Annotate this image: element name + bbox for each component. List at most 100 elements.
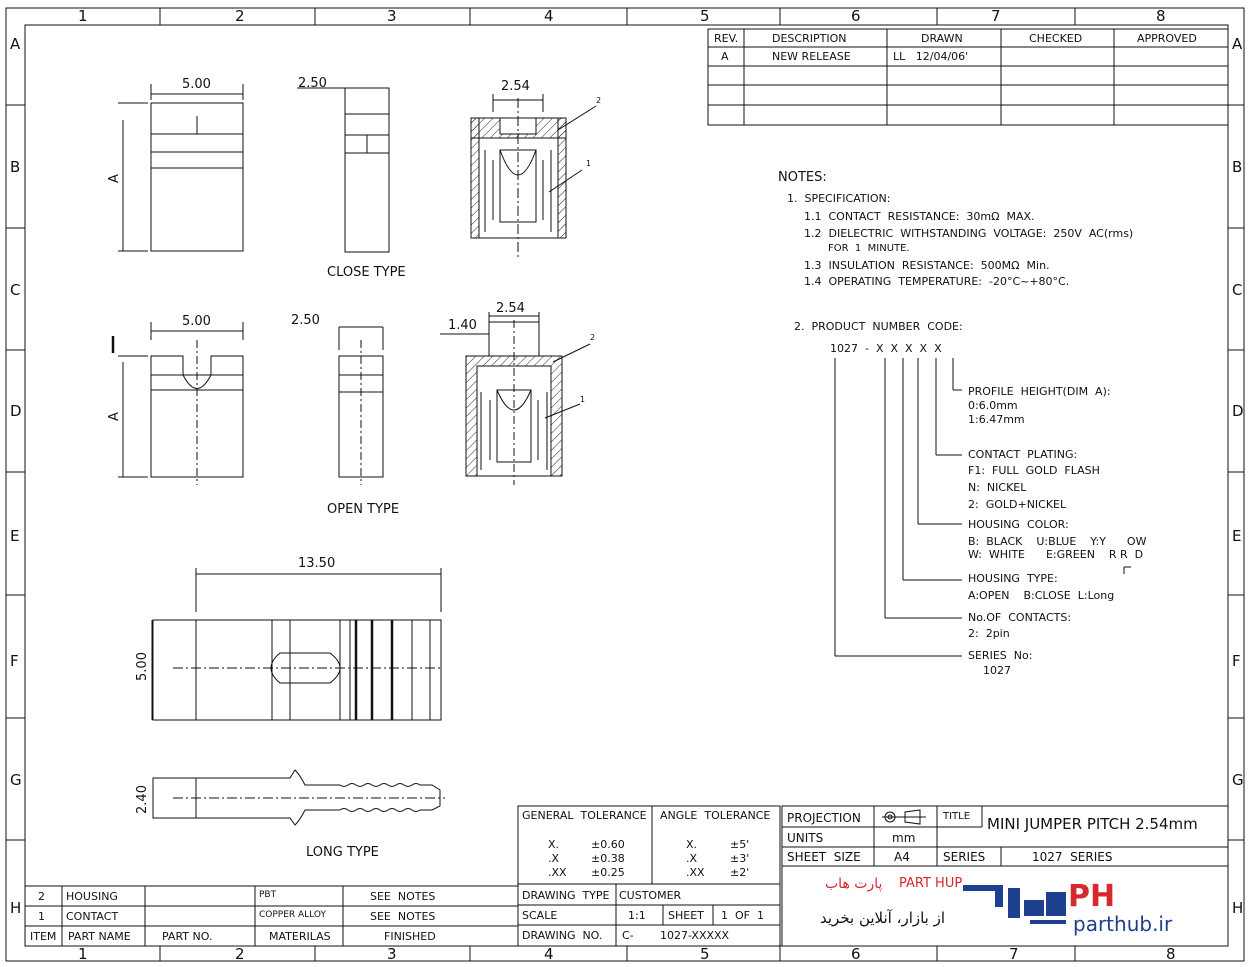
code-title: 2. PRODUCT NUMBER CODE: — [794, 320, 963, 333]
rev-header-rev: REV. — [714, 32, 739, 45]
profile-opt-0: 0:6.0mm — [968, 399, 1018, 412]
gen-tol-val-2: ±0.25 — [591, 866, 625, 879]
open-type-caption: OPEN TYPE — [327, 502, 400, 517]
bom-grid — [24, 885, 519, 947]
watermark-url: parthub.ir — [1073, 912, 1173, 936]
rev-row-description: NEW RELEASE — [772, 50, 851, 63]
col-label-2: 2 — [235, 7, 245, 25]
gen-tol-val-1: ±0.38 — [591, 852, 625, 865]
row-label-right-b: B — [1232, 158, 1243, 176]
open-offset-dim: 1.40 — [448, 318, 477, 333]
drawing-type-label: DRAWING TYPE — [522, 889, 610, 902]
drawing-no-value: 1027-XXXXX — [660, 929, 730, 942]
ang-tol-val-0: ±5' — [730, 838, 750, 851]
bom-row-1-finished: SEE NOTES — [370, 890, 436, 903]
long-height-dim: 2.40 — [134, 785, 150, 814]
row-label-right-g: G — [1232, 771, 1244, 789]
housing-type-title: HOUSING TYPE: — [968, 572, 1058, 585]
row-label-c: C — [10, 281, 21, 299]
ang-tol-val-2: ±2' — [730, 866, 750, 879]
close-type-side-view — [297, 87, 390, 253]
plating-opt-2: 2: GOLD+NICKEL — [968, 498, 1067, 511]
spec-item-3: 1.3 INSULATION RESISTANCE: 500MΩ Min. — [804, 259, 1050, 272]
watermark-logo-text: PH — [1068, 879, 1116, 914]
bom-header-part-name: PART NAME — [68, 930, 131, 943]
plating-title: CONTACT PLATING: — [968, 448, 1078, 461]
close-width-dim: 5.00 — [182, 77, 211, 92]
col-label-bottom-1: 1 — [78, 945, 88, 963]
drawing-no-label: DRAWING NO. — [522, 929, 603, 942]
row-label-a: A — [10, 35, 21, 53]
rev-row-drawn: LL 12/04/06' — [893, 50, 969, 63]
scale-label: SCALE — [522, 909, 558, 922]
row-label-right-a: A — [1232, 35, 1243, 53]
bom-row-2-name: CONTACT — [66, 910, 119, 923]
row-label-e: E — [10, 527, 20, 545]
open-type-section-view — [440, 312, 591, 485]
close-type-caption: CLOSE TYPE — [327, 265, 406, 280]
col-label-7: 7 — [991, 7, 1001, 25]
col-label-bottom-8: 8 — [1166, 945, 1176, 963]
col-label-bottom-2: 2 — [235, 945, 245, 963]
col-label-bottom-6: 6 — [851, 945, 861, 963]
watermark-tagline-fa: از بازار، آنلاین بخرید — [820, 909, 946, 927]
open-side-dim: 2.50 — [291, 313, 320, 328]
product-code-leaders — [834, 358, 1131, 657]
drawing-no-prefix: C- — [622, 929, 634, 942]
series-title: SERIES No: — [968, 649, 1033, 662]
close-type-section-view — [470, 94, 597, 258]
gen-tol-key-1: .X — [548, 852, 560, 865]
row-label-d: D — [10, 402, 22, 420]
projection-label: PROJECTION — [787, 811, 861, 825]
series-value: 1027 SERIES — [1032, 850, 1113, 864]
ang-tol-key-0: X. — [686, 838, 698, 851]
col-label-bottom-3: 3 — [387, 945, 397, 963]
col-label-3: 3 — [387, 7, 397, 25]
col-label-bottom-7: 7 — [1009, 945, 1019, 963]
parthub-logo-mark — [963, 885, 1066, 924]
ang-tol-key-2: .XX — [686, 866, 705, 879]
bom-header-finished: FINISHED — [384, 930, 436, 943]
spec-item-4: 1.4 OPERATING TEMPERATURE: -20°C~+80°C. — [804, 275, 1070, 288]
angle-tolerance-title: ANGLE TOLERANCE — [660, 809, 771, 822]
col-label-5: 5 — [700, 7, 710, 25]
contacts-opt: 2: 2pin — [968, 627, 1010, 640]
gen-tol-key-0: X. — [548, 838, 560, 851]
color-title: HOUSING COLOR: — [968, 518, 1069, 531]
series-label: SERIES — [943, 850, 986, 864]
spec-title: 1. SPECIFICATION: — [787, 192, 891, 205]
close-type-front-view — [118, 84, 244, 252]
drawing-title: MINI JUMPER PITCH 2.54mm — [987, 815, 1198, 833]
rev-row-rev: A — [721, 50, 729, 63]
notes-title: NOTES: — [778, 170, 827, 185]
col-label-8: 8 — [1156, 7, 1166, 25]
bom-row-1-material: PBT — [259, 890, 277, 900]
open-type-front-view — [111, 322, 244, 485]
rev-header-approved: APPROVED — [1137, 32, 1197, 45]
units-value: mm — [892, 831, 916, 845]
close-balloon-2: 2 — [596, 96, 602, 105]
close-pitch-dim: 2.54 — [501, 79, 530, 94]
bom-row-2-item: 1 — [38, 910, 45, 923]
bom-header-part-no: PART NO. — [162, 930, 213, 943]
bom-row-2-material: COPPER ALLOY — [259, 910, 326, 920]
open-type-side-view — [338, 326, 384, 485]
spec-item-1: 1.1 CONTACT RESISTANCE: 30mΩ MAX. — [804, 210, 1035, 223]
profile-opt-1: 1:6.47mm — [968, 413, 1025, 426]
ang-tol-key-1: .X — [686, 852, 698, 865]
plating-opt-f1: F1: FULL GOLD FLASH — [968, 464, 1100, 477]
units-label: UNITS — [787, 831, 824, 845]
open-balloon-1: 1 — [580, 395, 586, 404]
row-label-b: B — [10, 158, 21, 176]
contacts-title: No.OF CONTACTS: — [968, 611, 1072, 624]
scale-value: 1:1 — [628, 909, 646, 922]
gen-tol-key-2: .XX — [548, 866, 567, 879]
col-label-bottom-5: 5 — [700, 945, 710, 963]
row-label-g: G — [10, 771, 22, 789]
long-length-dim: 13.50 — [298, 556, 336, 571]
open-height-label: A — [106, 412, 122, 421]
sheet-size-value: A4 — [894, 850, 910, 864]
series-no: 1027 — [983, 664, 1011, 677]
gen-tol-val-0: ±0.60 — [591, 838, 625, 851]
long-width-dim: 5.00 — [134, 652, 150, 681]
